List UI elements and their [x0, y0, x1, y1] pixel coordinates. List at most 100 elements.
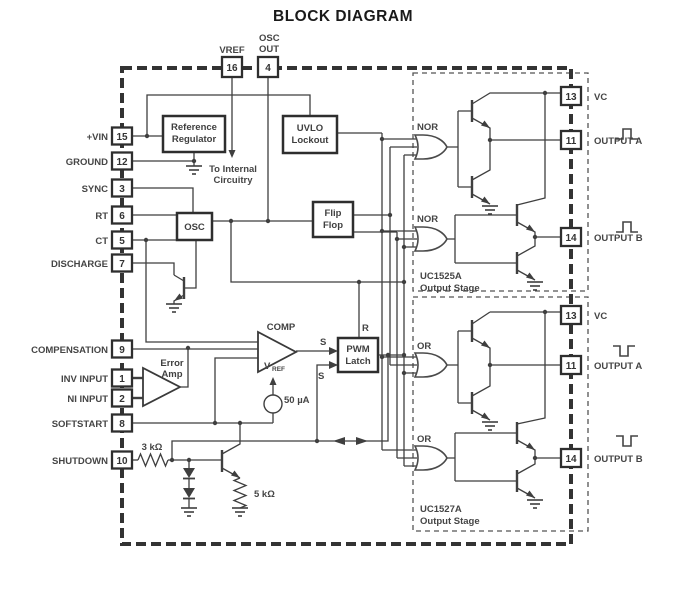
vref-label: V [264, 361, 271, 372]
svg-text:VC: VC [594, 311, 607, 322]
pin-3-sync: 3 SYNC [82, 178, 134, 198]
pin-11-output-a-1525: 11 OUTPUT A [559, 129, 642, 151]
svg-text:11: 11 [566, 361, 577, 372]
svg-text:9: 9 [119, 345, 125, 356]
pin-14-output-b-1525: 14 OUTPUT B [559, 226, 643, 248]
pin-13-vc-1525: 13 VC [559, 85, 607, 107]
svg-text:13: 13 [565, 311, 577, 322]
uc1525a-stage-label-1: UC1525A [420, 271, 462, 282]
svg-text:SHUTDOWN: SHUTDOWN [52, 456, 108, 467]
reference-regulator-block: Reference Regulator [161, 114, 227, 154]
ic-boundary [120, 66, 573, 546]
pin-12-ground: 12 GROUND [66, 151, 134, 171]
svg-text:14: 14 [565, 454, 577, 465]
svg-text:NI INPUT: NI INPUT [67, 394, 108, 405]
uc1525a-stage-label-2: Output Stage [420, 283, 480, 294]
resistor-5k [232, 477, 248, 509]
svg-text:OUTPUT A: OUTPUT A [594, 361, 642, 372]
nor-gate-b: NOR [414, 214, 448, 252]
svg-text:DISCHARGE: DISCHARGE [51, 259, 108, 270]
pwm-latch-block: PWM Latch [336, 336, 380, 374]
to-internal-label-2: Circuitry [213, 175, 253, 186]
current-source-icon [263, 394, 283, 414]
diode-2 [182, 487, 196, 500]
latch-r-label: R [362, 323, 369, 334]
svg-text:UVLO: UVLO [297, 123, 323, 134]
svg-text:8: 8 [119, 419, 125, 430]
diode-1 [182, 467, 196, 480]
svg-text:PWM: PWM [346, 344, 369, 355]
flip-flop-block: Flip Flop [311, 200, 355, 239]
pin-5-ct: 5 CT [95, 230, 134, 250]
or-gate-b: OR [414, 434, 448, 471]
svg-text:NOR: NOR [417, 122, 438, 133]
vref-sub-label: REF [272, 366, 285, 373]
svg-text:OUT: OUT [259, 44, 279, 55]
arrowheads [174, 120, 535, 498]
svg-text:1: 1 [119, 374, 125, 385]
resistor-3k-label: 3 kΩ [142, 442, 163, 453]
svg-text:6: 6 [119, 211, 125, 222]
svg-text:14: 14 [565, 233, 577, 244]
svg-text:Amp: Amp [161, 369, 182, 380]
svg-text:Reference: Reference [171, 122, 217, 133]
svg-text:Lockout: Lockout [292, 135, 330, 146]
wiring-output-1527 [447, 311, 561, 499]
svg-text:+VIN: +VIN [87, 132, 109, 143]
error-amp-inputs [133, 376, 143, 400]
uc1525a-output-stage-box [412, 72, 589, 292]
pin-15-vin: 15 +VIN [87, 126, 134, 146]
pin-1-inv-input: 1 INV INPUT [61, 368, 134, 388]
pin-8-softstart: 8 SOFTSTART [52, 413, 134, 433]
error-amp: Error Amp [142, 358, 184, 408]
svg-text:SYNC: SYNC [82, 184, 109, 195]
svg-text:13: 13 [565, 92, 577, 103]
svg-text:OSC: OSC [259, 33, 280, 44]
svg-text:VC: VC [594, 92, 607, 103]
pin-9-compensation: 9 COMPENSATION [31, 339, 134, 359]
pin-7-discharge: 7 DISCHARGE [51, 253, 134, 273]
svg-text:OSC: OSC [184, 222, 205, 233]
uc1527a-stage-label-1: UC1527A [420, 504, 462, 515]
svg-text:INV INPUT: INV INPUT [61, 374, 108, 385]
svg-text:16: 16 [226, 63, 238, 74]
latch-s-top-label: S [320, 337, 326, 348]
uvlo-lockout-block: UVLO Lockout [281, 114, 339, 155]
nor-gate-a: NOR [414, 122, 448, 160]
svg-text:12: 12 [116, 157, 128, 168]
svg-text:Latch: Latch [345, 356, 371, 367]
svg-text:11: 11 [566, 136, 577, 147]
svg-text:SOFTSTART: SOFTSTART [52, 419, 108, 430]
pin-16-vref: 16 VREF [219, 45, 245, 79]
wiring-output-1525 [447, 92, 561, 281]
pin-14-output-b-1527: 14 OUTPUT B [559, 447, 643, 469]
osc-block: OSC [175, 211, 214, 242]
waveform-high-icon-b [615, 221, 639, 233]
svg-text:4: 4 [265, 63, 271, 74]
pin-6-rt: 6 RT [95, 205, 134, 225]
svg-text:7: 7 [119, 259, 125, 270]
pin-2-ni-input: 2 NI INPUT [67, 388, 134, 408]
svg-text:3: 3 [119, 184, 125, 195]
svg-text:10: 10 [116, 456, 128, 467]
svg-text:2: 2 [119, 394, 125, 405]
waveform-low-icon-a [612, 345, 636, 357]
svg-text:COMP: COMP [267, 322, 296, 333]
uc1527a-stage-label-2: Output Stage [420, 516, 480, 527]
pin-10-shutdown: 10 SHUTDOWN [52, 450, 134, 470]
resistor-5k-label: 5 kΩ [254, 489, 275, 500]
to-internal-label-1: To Internal [209, 164, 257, 175]
svg-text:OUTPUT B: OUTPUT B [594, 454, 643, 465]
svg-text:5: 5 [119, 236, 125, 247]
svg-text:Flop: Flop [323, 220, 343, 231]
svg-text:15: 15 [116, 132, 128, 143]
pin-11-output-a-1527: 11 OUTPUT A [559, 354, 642, 376]
pwm-comparator: COMP V REF [257, 322, 298, 374]
svg-text:OR: OR [417, 434, 431, 445]
page-title: BLOCK DIAGRAM [273, 8, 413, 25]
waveform-low-icon-b [615, 435, 639, 447]
pin-13-vc-1527: 13 VC [559, 304, 607, 326]
svg-text:COMPENSATION: COMPENSATION [31, 345, 108, 356]
transistor-bars [182, 100, 519, 492]
